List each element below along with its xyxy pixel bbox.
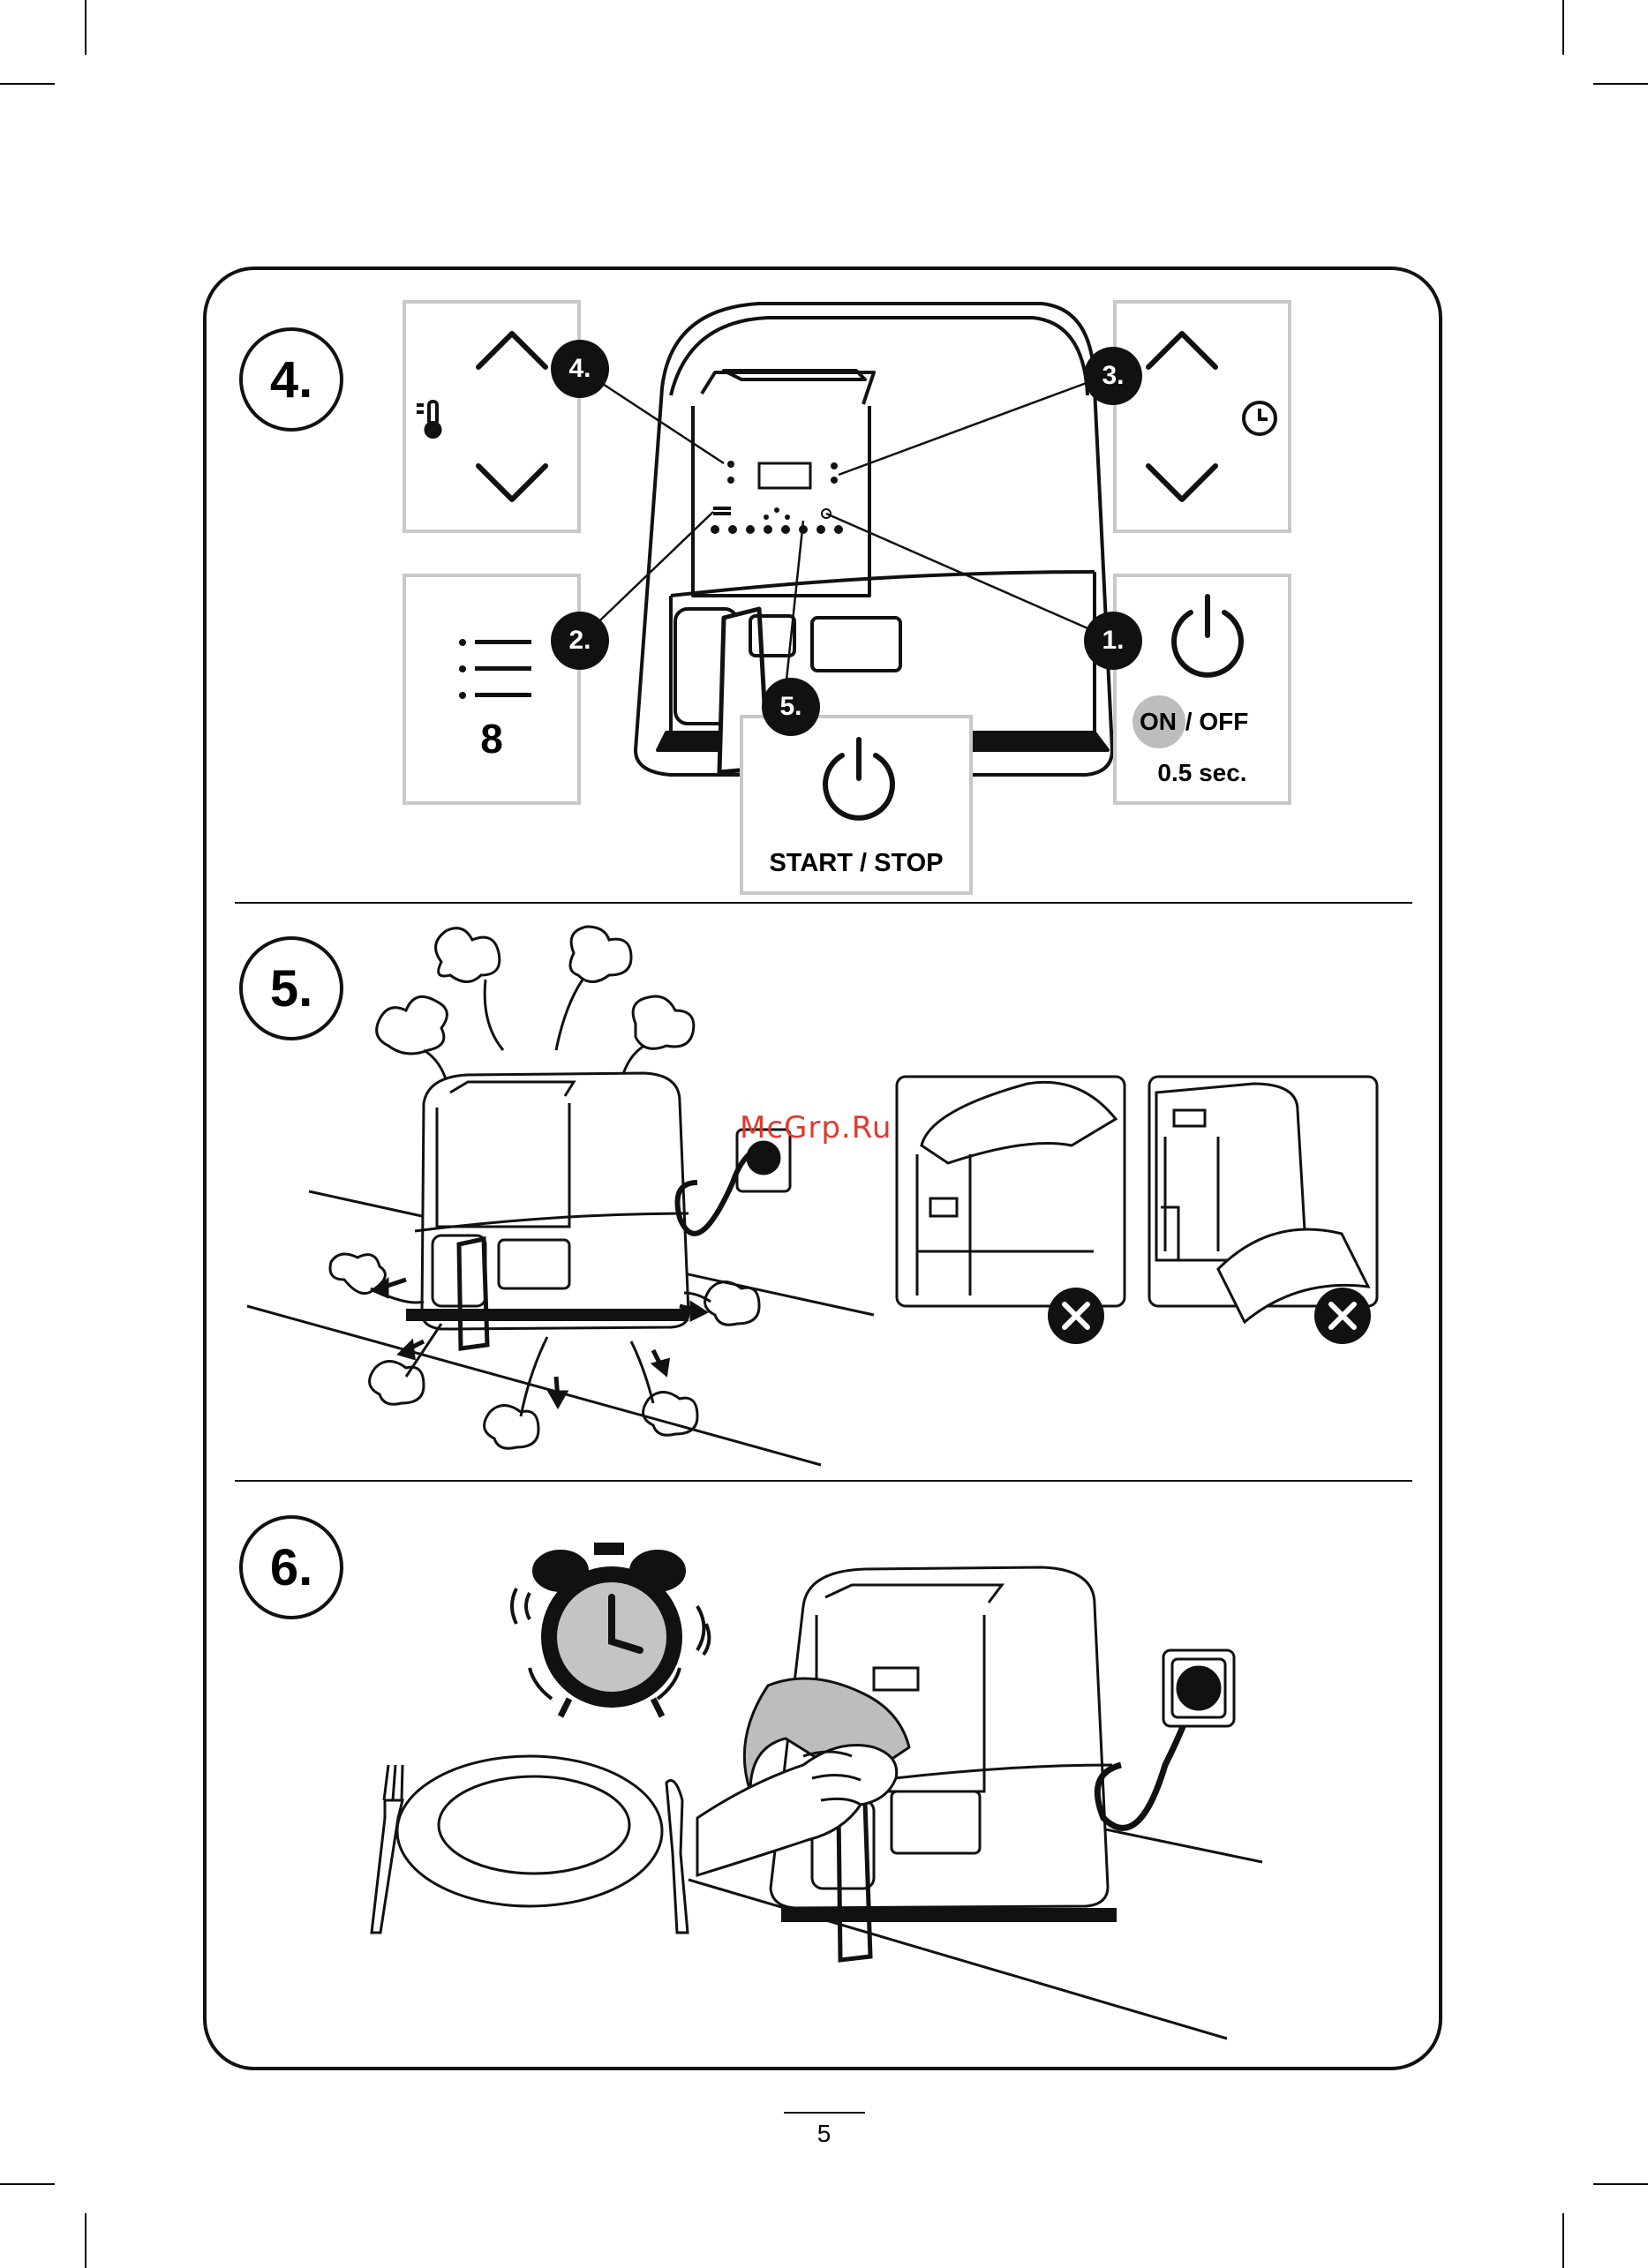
press-time: 0.5 sec. xyxy=(1117,759,1288,787)
covered-fryer-forbidden xyxy=(895,1075,1128,1306)
section-divider xyxy=(235,902,1412,904)
timer-panel xyxy=(1113,300,1291,533)
step-badge-4: 4. xyxy=(239,327,343,432)
fryer-near-cloth-forbidden xyxy=(1148,1075,1381,1306)
crop-mark xyxy=(0,83,55,85)
start-stop-panel: START / STOP xyxy=(740,715,973,895)
power-panel: ON / OFF 0.5 sec. xyxy=(1113,574,1291,805)
page-number-rule xyxy=(784,2112,865,2114)
crop-mark xyxy=(1593,83,1648,85)
start-stop-label: START / STOP xyxy=(743,849,969,878)
clock-icon xyxy=(1240,399,1279,438)
chevron-down-icon xyxy=(1145,462,1219,503)
callout-2: 2. xyxy=(551,612,609,670)
callout-3: 3. xyxy=(1084,347,1142,405)
callout-4: 4. xyxy=(551,340,609,398)
crop-mark xyxy=(0,2183,55,2185)
menu-panel: 8 xyxy=(403,574,581,805)
crop-mark xyxy=(85,0,87,55)
cross-circle-icon xyxy=(1047,1287,1105,1345)
cross-circle-icon xyxy=(1313,1287,1372,1345)
chevron-up-icon xyxy=(475,330,549,371)
power-icon xyxy=(1168,593,1247,678)
chevron-down-icon xyxy=(475,462,549,503)
on-label: ON xyxy=(1140,708,1177,736)
air-fryer-steam-illustration xyxy=(291,927,909,1474)
watermark: McGrp.Ru xyxy=(740,1110,892,1145)
callout-1: 1. xyxy=(1084,612,1142,670)
crop-mark xyxy=(1593,2183,1648,2185)
table-setting-illustration xyxy=(353,1730,706,1933)
power-icon xyxy=(819,736,899,821)
on-off-label: ON / OFF xyxy=(1133,695,1185,748)
temperature-panel xyxy=(403,300,581,533)
callout-5: 5. xyxy=(762,678,820,736)
crop-mark xyxy=(1562,0,1564,55)
page-number: 5 xyxy=(0,2120,1648,2148)
crop-mark xyxy=(85,2213,87,2268)
alarm-clock-illustration xyxy=(508,1536,719,1730)
step-badge-6: 6. xyxy=(239,1515,343,1619)
cleaning-fryer-illustration xyxy=(697,1527,1280,2047)
off-label: / OFF xyxy=(1178,708,1248,736)
section-divider xyxy=(235,1480,1412,1482)
menu-list-icon xyxy=(457,637,533,704)
chevron-up-icon xyxy=(1145,330,1219,371)
menu-count: 8 xyxy=(406,715,577,762)
thermometer-icon xyxy=(413,398,445,440)
crop-mark xyxy=(1562,2213,1564,2268)
